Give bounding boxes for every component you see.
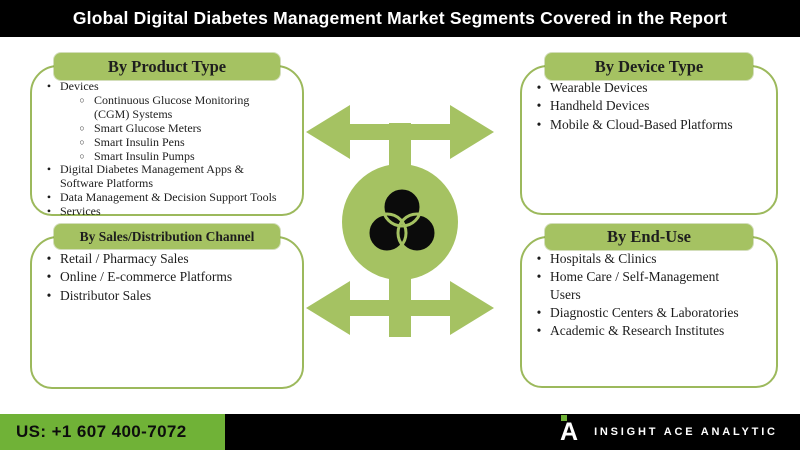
list-item: • Mobile & Cloud-Based Platforms: [528, 116, 772, 133]
logo-dot-icon: [561, 414, 567, 421]
circle-bullet-icon: ○: [79, 122, 85, 133]
list-item: • Handheld Devices: [528, 97, 772, 114]
list-item: • Devices: [38, 79, 298, 94]
segment-header-label: By Sales/Distribution Channel: [79, 228, 255, 244]
segment-box-end-use: By End-Use • Hospitals & Clinics • Home Car…: [520, 224, 778, 388]
segment-box-device-type: By Device Type • Wearable Devices • Handhel…: [520, 53, 778, 215]
bullet-icon: •: [46, 162, 52, 177]
list-item: • Data Management & Decision Support Tool…: [38, 190, 298, 205]
segment-header-label: By Product Type: [107, 56, 227, 76]
bullet-icon: •: [536, 323, 542, 339]
list-item-label: Services: [60, 204, 101, 219]
list-item-label: Diagnostic Centers & Laboratories: [550, 304, 739, 320]
bullet-icon: •: [46, 251, 52, 266]
list-item: • Hospitals & Clinics: [528, 250, 772, 267]
bullet-icon: •: [46, 204, 52, 219]
list-item: • Academic & Research Institutes: [528, 322, 772, 339]
brand-name: INSIGHT ACE ANALYTIC: [594, 426, 778, 438]
bullet-icon: •: [46, 269, 52, 285]
segment-header-sales-channel: By Sales/Distribution Channel: [54, 224, 280, 249]
list-item: • Digital Diabetes Management Apps & Soft…: [38, 163, 298, 191]
list-item-label: Hospitals & Clinics: [550, 251, 657, 266]
bullet-icon: •: [536, 251, 542, 266]
bullet-icon: •: [46, 79, 52, 93]
list-item-label: Handheld Devices: [550, 98, 650, 114]
segment-header-product-type: By Product Type: [54, 53, 280, 80]
phone-number: US: +1 607 400-7072: [16, 422, 187, 441]
segment-box-product-type: By Product Type •Devices○Continuous Gluc…: [30, 53, 304, 219]
list-item-label: Digital Diabetes Management Apps & Softw…: [60, 162, 244, 191]
brand-logo: A INSIGHT ACE ANALYTIC: [560, 414, 778, 450]
segment-header-label: By End-Use: [607, 227, 691, 246]
list-item-label: Online / E-commerce Platforms: [60, 269, 233, 285]
segment-box-sales-channel: By Sales/Distribution Channel • Retail / …: [30, 224, 304, 389]
list-item-label: Wearable Devices: [550, 80, 648, 95]
list-subitem-label: Smart Insulin Pumps: [94, 148, 195, 163]
bottom-double-arrow-icon: [306, 281, 494, 335]
list-subitem: ○ Continuous Glucose Monitoring (CGM) Sys…: [38, 92, 298, 122]
bullet-icon: •: [536, 80, 542, 95]
list-item-label: Retail / Pharmacy Sales: [60, 251, 189, 266]
list-item-label: Devices: [60, 79, 99, 93]
segment-header-device-type: By Device Type: [545, 53, 753, 80]
bullet-icon: •: [46, 190, 52, 205]
circle-bullet-icon: ○: [79, 150, 85, 161]
segment-list-product-type: •Devices○Continuous Glucose Monitoring (…: [32, 67, 302, 219]
bullet-icon: •: [536, 304, 542, 320]
list-subitem: ○ Smart Insulin Pens: [38, 134, 298, 150]
circle-bullet-icon: ○: [79, 94, 85, 105]
title-bar: Global Digital Diabetes Management Marke…: [0, 0, 800, 37]
center-crossroads-graphic: [306, 105, 494, 337]
list-item-label: Distributor Sales: [60, 287, 152, 303]
bullet-icon: •: [536, 269, 542, 285]
brand-logo-icon: A: [560, 414, 578, 445]
list-item: • Services: [38, 204, 298, 219]
list-item-label: Mobile & Cloud-Based Platforms: [550, 116, 733, 132]
list-item-label: Academic & Research Institutes: [550, 323, 725, 339]
bullet-icon: •: [46, 287, 52, 303]
list-item: • Distributor Sales: [38, 287, 298, 304]
venn-diagram-icon: [366, 186, 438, 254]
list-item: • Home Care / Self-Management Users: [528, 268, 772, 303]
list-item: • Diagnostic Centers & Laboratories: [528, 304, 772, 321]
bullet-icon: •: [536, 98, 542, 114]
segment-header-label: By Device Type: [594, 56, 704, 76]
list-subitem-label: Smart Insulin Pens: [94, 134, 185, 149]
segment-list-device-type: • Wearable Devices • Handheld Devices • Mobil…: [522, 67, 776, 133]
phone-banner: US: +1 607 400-7072: [0, 414, 225, 450]
segment-list-end-use: • Hospitals & Clinics • Home Care / Self-Ma…: [522, 238, 776, 339]
list-item: • Online / E-commerce Platforms: [38, 268, 298, 285]
list-subitem: ○ Smart Insulin Pumps: [38, 148, 298, 164]
list-subitem: ○ Smart Glucose Meters: [38, 120, 298, 136]
segment-header-end-use: By End-Use: [545, 224, 753, 250]
list-item: • Wearable Devices: [528, 79, 772, 96]
list-subitem-label: Continuous Glucose Monitoring (CGM) Syst…: [94, 92, 250, 121]
footer-bar: US: +1 607 400-7072 A INSIGHT ACE ANALYT…: [0, 414, 800, 450]
list-item: • Retail / Pharmacy Sales: [38, 250, 298, 267]
list-item-label: Data Management & Decision Support Tools: [60, 190, 277, 205]
circle-bullet-icon: ○: [79, 136, 85, 147]
bullet-icon: •: [536, 116, 542, 132]
list-item-label: Home Care / Self-Management Users: [550, 269, 720, 302]
list-subitem-label: Smart Glucose Meters: [94, 120, 202, 135]
page-title: Global Digital Diabetes Management Marke…: [72, 8, 728, 28]
segment-list-sales-channel: • Retail / Pharmacy Sales • Online / E-comm…: [32, 238, 302, 304]
top-double-arrow-icon: [306, 105, 494, 159]
